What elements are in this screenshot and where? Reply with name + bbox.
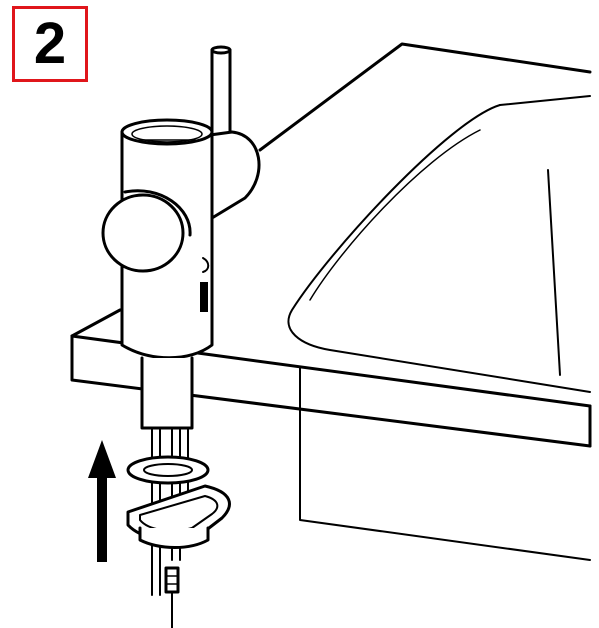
up-arrow-icon bbox=[88, 440, 116, 562]
step-number-badge: 2 bbox=[12, 6, 88, 82]
faucet bbox=[101, 45, 261, 430]
sink-basin bbox=[287, 95, 591, 393]
mounting-hardware bbox=[126, 427, 231, 628]
step-number: 2 bbox=[33, 11, 67, 76]
